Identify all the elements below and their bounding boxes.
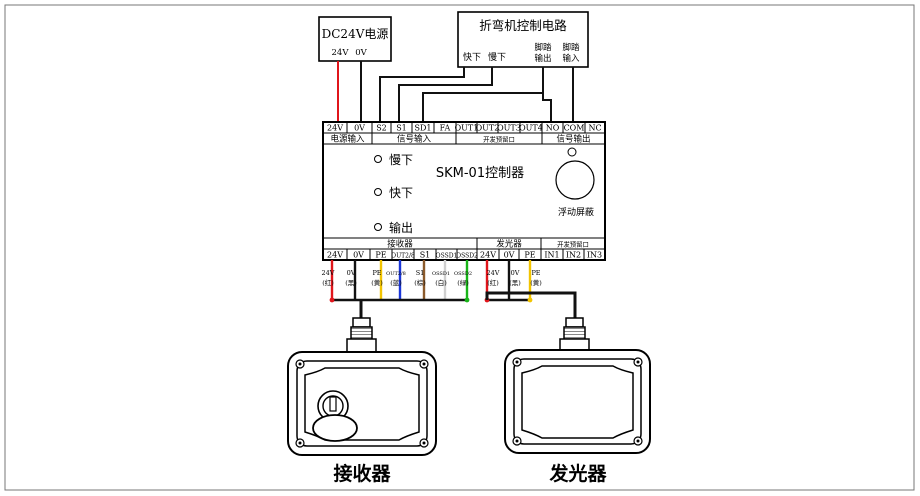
emitter-wire-color-0: (红) [487,278,499,287]
bottom-terminal-7: 24V [480,251,496,260]
bend-fast-down: 快下 [463,51,481,63]
bend-pedal-in-1: 脚踏 [562,42,580,53]
receiver-wire-label-4: S1 [416,269,425,277]
indicator-led-output [374,223,382,231]
top-group-0: 电源输入 [330,134,365,145]
emitter-cable [485,291,577,318]
power-terminal-24v: 24V [332,48,350,58]
receiver-wire-group: 24V(红) 0V (黑) PE(黄)OUT2/8(蓝) S1(棕) OSSD1(白) OS… [322,260,472,303]
top-terminal-11: COM [564,124,585,133]
bottom-terminal-5: OSSD1 [436,253,458,260]
emitter-bus-end [527,297,533,303]
top-group-1: 信号输入 [397,134,432,145]
emitter-wire-color-1: (黑) [509,279,521,287]
bottom-terminal-0: 24V [327,251,343,260]
emitter-wire-label-1: 0V [511,269,520,277]
indicator-led-slow [374,155,382,163]
wire-sd1 [422,67,544,122]
cable-bundles [359,291,577,318]
bottom-group-1: 发光器 [496,239,522,250]
bend-pedal-out-2: 输出 [534,53,551,64]
bottom-terminal-2: PE [375,251,386,260]
top-terminal-7: OUT2 [476,124,500,133]
receiver-bus-end [329,297,335,303]
bottom-terminal-6: OSSD2 [456,253,478,260]
receiver-device [287,317,437,456]
power-terminal-0v: 0V [355,48,367,58]
upper-wires [337,61,574,122]
float-shield-label: 浮动屏蔽 [558,206,594,218]
bottom-terminal-12: IN3 [587,251,602,260]
top-terminal-10: NO [546,124,560,133]
bend-pedal-out-1: 脚踏 [534,42,552,53]
indicator-label-slow: 慢下 [389,153,413,167]
emitter-wire-label-0: 24V [487,269,500,277]
receiver-wire-label-5: OSSD1 [432,271,450,277]
top-group-2: 开发预留口 [483,135,515,144]
float-shield-knob [555,160,595,200]
top-terminal-3: S1 [396,124,407,133]
power-supply-box: DC24V电源 24V 0V [318,16,392,62]
indicator-led-fast [374,188,382,196]
bend-machine-box: 折弯机控制电路 快下 慢下 脚踏 输出 脚踏 输入 [457,11,589,68]
top-terminal-8: OUT3 [497,124,521,133]
diagram-frame [4,4,915,491]
receiver-wire-color-4: (棕) [414,278,426,287]
emitter-wire-color-2: (黄) [530,278,542,287]
receiver-wire-label-6: OSSD2 [454,271,472,277]
bottom-terminal-1: 0V [353,251,364,260]
top-group-3: 信号输出 [556,134,590,145]
controller-name: SKM-01控制器 [436,166,524,181]
top-terminal-0: 24V [327,124,343,133]
indicator-label-fast: 快下 [389,186,413,200]
emitter-label: 发光器 [548,462,607,485]
top-terminal-5: FA [440,124,451,133]
power-title: DC24V电源 [322,27,389,41]
top-terminal-1: 0V [354,124,365,133]
key-cap-icon [312,414,358,442]
receiver-wire-color-2: (黄) [371,278,383,287]
top-terminal-2: S2 [376,124,387,133]
receiver-label: 接收器 [333,462,391,485]
wire-s2 [379,67,465,122]
receiver-wire-label-2: PE [372,269,381,277]
receiver-bus-end [464,297,470,303]
wire-s1 [398,67,493,122]
receiver-wire-label-3: OUT2/8 [386,271,406,277]
receiver-wire-color-3: (蓝) [390,278,402,287]
bottom-terminal-8: 0V [504,251,515,260]
receiver-wire-color-1: (黑) [345,279,357,287]
float-shield-led [567,147,577,157]
receiver-wire-label-0: 24V [322,269,335,277]
top-terminal-4: SD1 [415,124,432,133]
bottom-terminal-9: PE [524,251,535,260]
emitter-device [504,317,651,454]
top-terminal-6: OUT1 [455,124,479,133]
emitter-wire-label-2: PE [531,269,540,277]
bottom-terminal-4: S1 [420,251,431,260]
receiver-wire-color-6: (绿) [457,278,469,287]
bend-pedal-in-2: 输入 [562,53,580,64]
receiver-wire-color-0: (红) [322,278,334,287]
receiver-wire-color-5: (白) [435,278,447,287]
wire-no [542,93,552,122]
top-terminal-9: OUT4 [519,124,543,133]
bend-slow-down: 慢下 [488,51,506,63]
indicator-label-output: 输出 [389,220,413,235]
bottom-terminal-11: IN2 [566,251,581,260]
bottom-terminal-3: OUT2/8 [391,253,415,260]
top-terminal-12: NC [588,124,601,133]
bottom-terminal-10: IN1 [544,251,559,260]
emitter-wire-group: 24V(红) 0V (黑) PE(黄) [484,260,542,303]
bottom-group-0: 接收器 [387,239,413,250]
bottom-group-2: 开发预留口 [557,240,589,249]
receiver-wire-label-1: 0V [347,269,356,277]
bend-title: 折弯机控制电路 [479,18,567,33]
